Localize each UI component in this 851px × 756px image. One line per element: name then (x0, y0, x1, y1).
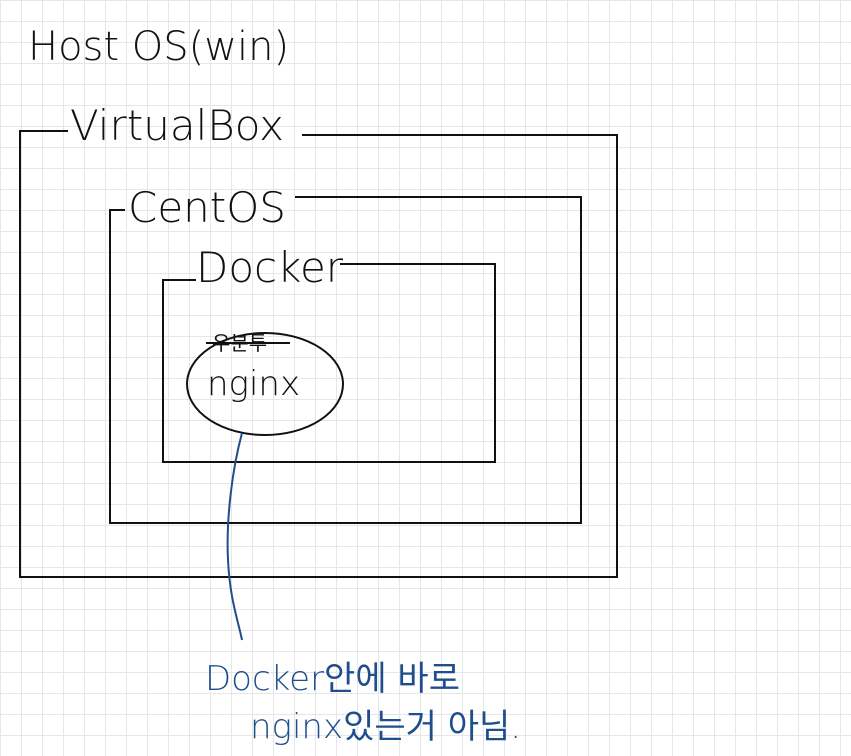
centos-label: CentOS (128, 183, 286, 232)
docker-label: Docker (196, 243, 344, 292)
annotation-line-1: Docker안에 바로 (205, 659, 460, 699)
host-os-label: Host OS(win) (28, 24, 289, 70)
virtualbox-label: VirtualBox (70, 101, 284, 150)
nginx-ellipse (186, 332, 344, 436)
annotation-pointer (226, 432, 243, 641)
virtualbox-frame (19, 130, 618, 578)
centos-frame (109, 196, 582, 524)
docker-frame (162, 263, 496, 463)
annotation-line-2: nginx있는거 아님. (250, 707, 521, 747)
nginx-label: nginx (207, 364, 300, 404)
